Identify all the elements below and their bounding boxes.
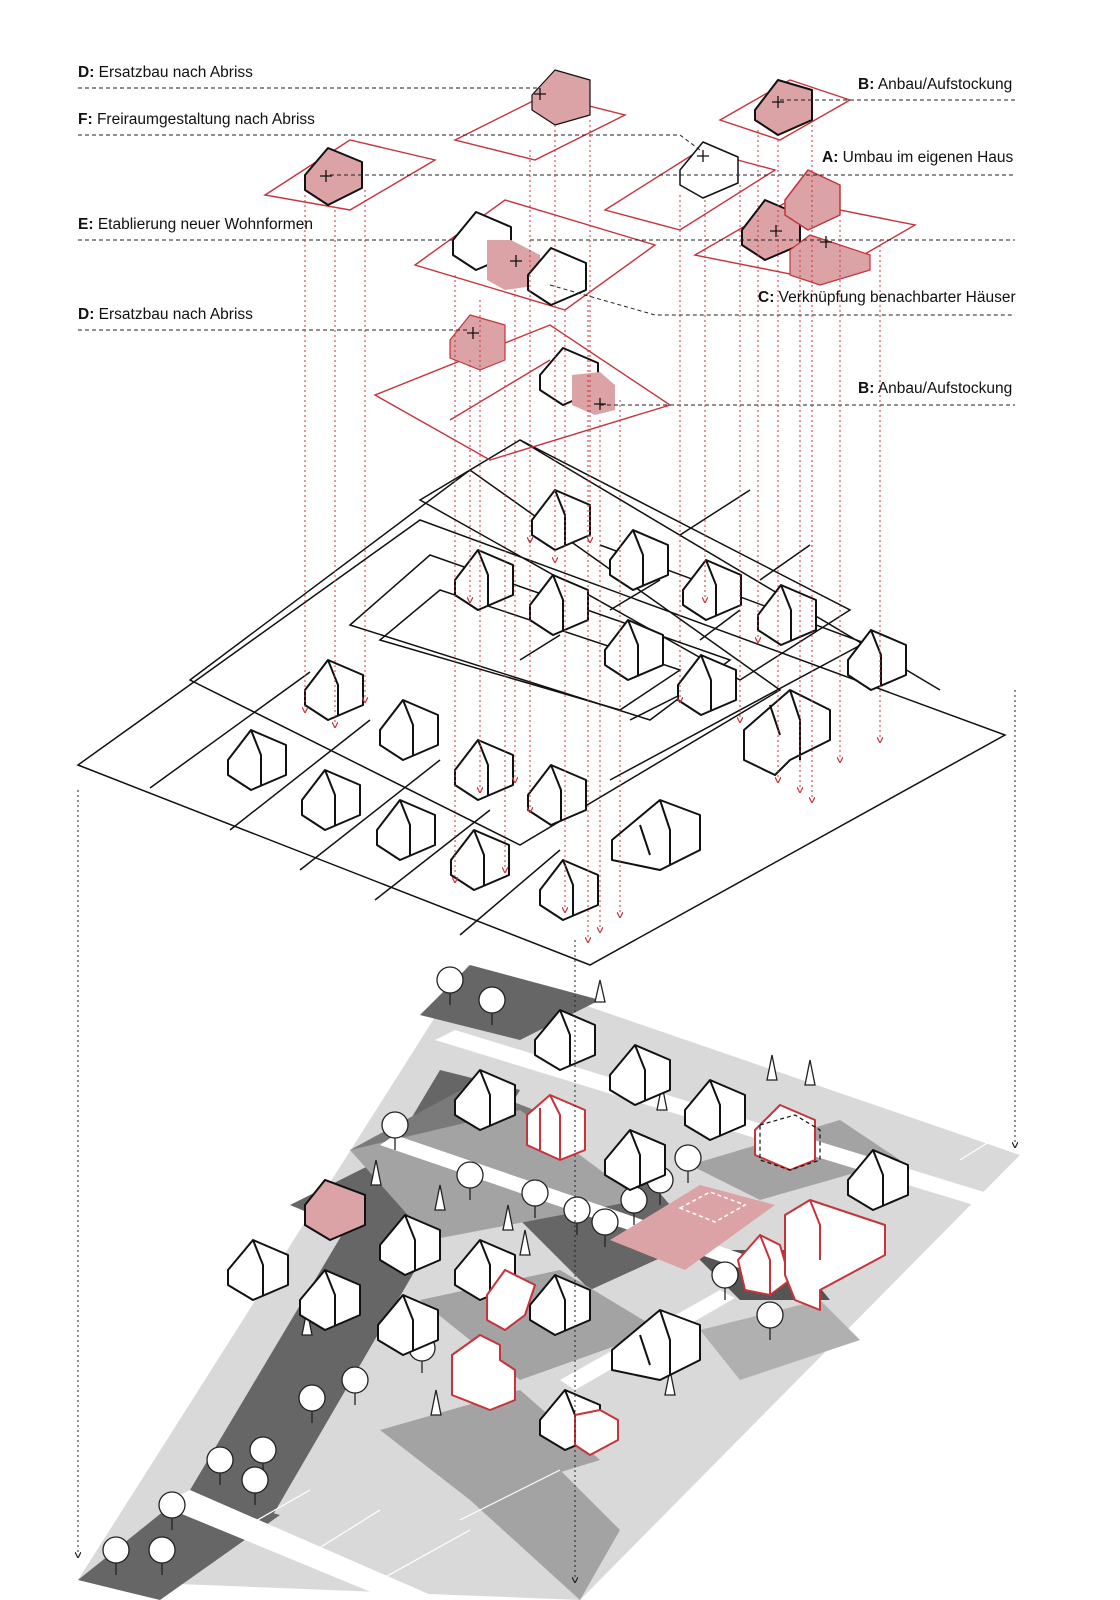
pink-house-bottom: [304, 1178, 366, 1242]
label-f: F: Freiraumgestaltung nach Abriss: [78, 111, 315, 128]
label-d-lower: D: Ersatzbau nach Abriss: [78, 306, 253, 323]
label-e: E: Etablierung neuer Wohnformen: [78, 216, 313, 233]
leader-lines: [78, 87, 1015, 406]
label-d-top: D: Ersatzbau nach Abriss: [78, 64, 253, 81]
label-b-top: B: Anbau/Aufstockung: [858, 76, 1013, 93]
top-houses: [304, 69, 871, 415]
label-b-lower: B: Anbau/Aufstockung: [858, 380, 1013, 397]
label-c: C: Verknüpfung benachbarter Häuser: [758, 289, 1016, 306]
middle-houses: [227, 489, 907, 921]
bottom-red-interventions: [451, 1094, 886, 1456]
label-a: A: Umbau im eigenen Haus: [822, 149, 1014, 166]
dashed-cube: [759, 1114, 821, 1171]
trees: [102, 966, 816, 1575]
plus-markers: [320, 88, 832, 410]
drop-lines: [305, 120, 880, 940]
long-drop-lines: [78, 690, 1015, 1580]
